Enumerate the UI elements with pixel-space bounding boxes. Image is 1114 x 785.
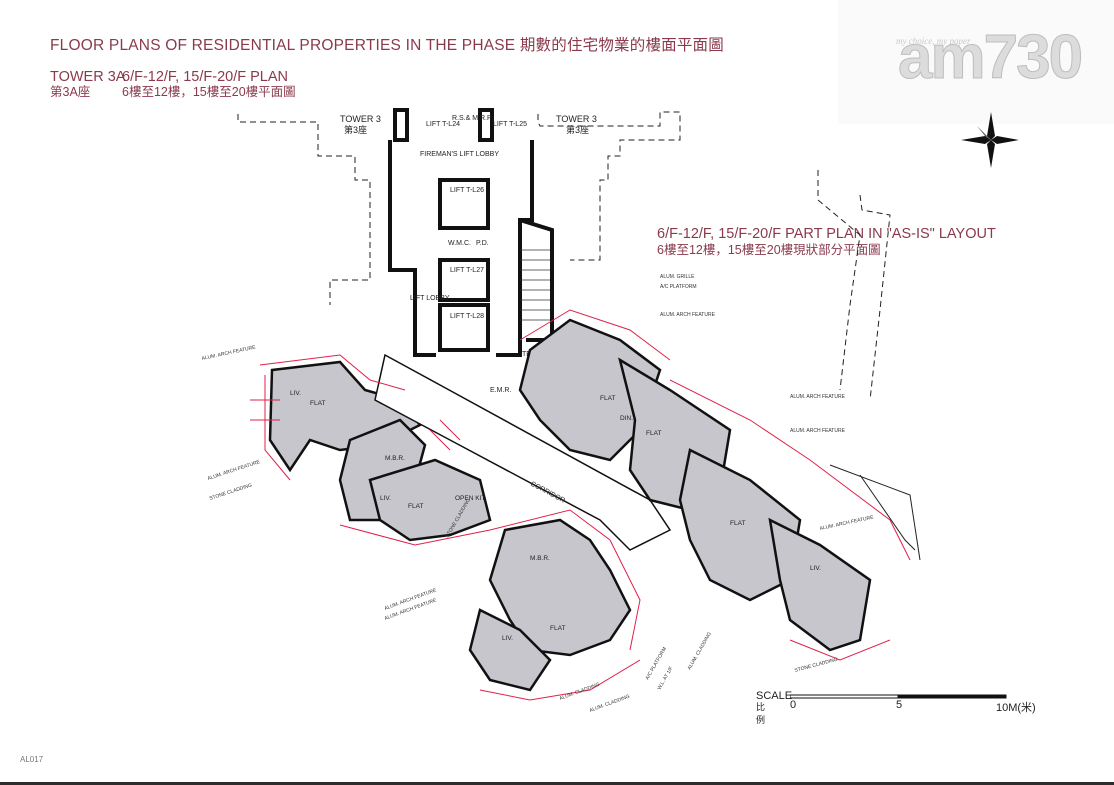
tower-heading: TOWER 3A6/F-12/F, 15/F-20/F PLAN 第3A座 6樓至…: [50, 69, 296, 100]
rsmrr-label: R.S.& M.R.R.: [452, 115, 494, 122]
flat-label-4: FLAT: [600, 395, 615, 402]
north-arrow-icon: [961, 112, 1019, 168]
firemans-lobby-label: FIREMAN'S LIFT LOBBY: [420, 151, 499, 158]
part-plan-zh: 6樓至12樓，15樓至20樓現狀部分平面圖: [657, 243, 881, 257]
part-plan-heading: 6/F-12/F, 15/F-20/F PART PLAN IN "AS-IS"…: [657, 226, 996, 258]
scale-tick-0: 0: [790, 699, 797, 711]
scale-tick-10: 10M(米): [996, 702, 1036, 714]
dimension-annotations: [250, 309, 911, 701]
bottom-rule: [0, 782, 1114, 785]
flat-label-5: FLAT: [646, 430, 661, 437]
liv-label-4: LIV.: [810, 565, 821, 572]
flat-label-3: FLAT: [550, 625, 565, 632]
pd-label: P.D.: [476, 240, 489, 247]
alum-arch-feature-label: ALUM. ARCH FEATURE: [201, 345, 257, 362]
page-title: FLOOR PLANS OF RESIDENTIAL PROPERTIES IN…: [50, 37, 724, 54]
alum-cladding-label-3: ALUM. CLADDING: [687, 631, 714, 671]
mbr-label-2: M.B.R.: [530, 555, 550, 562]
lift-t26-label: LIFT T-L26: [450, 187, 484, 194]
scale-label-zh: 比例: [756, 702, 766, 725]
logo-tagline: my choice, my paper: [896, 36, 971, 46]
alum-cladding-label-2: ALUM. CLADDING: [589, 694, 631, 714]
adjacent-tower-outline: [237, 111, 891, 401]
lower-wing-flats: [468, 518, 632, 692]
stone-cladding-label-2: STONE CLADDING: [794, 657, 839, 674]
lift-t24-label: LIFT T-L24: [426, 121, 460, 128]
tower-name-zh: 第3A座: [50, 85, 91, 99]
alum-arch-feature-label-8: ALUM. ARCH FEATURE: [819, 515, 875, 532]
tower-plan-en: 6/F-12/F, 15/F-20/F PLAN: [122, 69, 289, 85]
flat-label: FLAT: [310, 400, 325, 407]
flat-label-2: FLAT: [408, 503, 423, 510]
scale-tick-5: 5: [896, 699, 903, 711]
core-walls: [388, 108, 554, 357]
tower-plan-zh: 6樓至12樓，15樓至20樓平面圖: [122, 85, 296, 99]
ac-platform-label-2: A/C PLATFORM: [660, 284, 697, 290]
stone-cladding-label: STONE CLADDING: [209, 482, 253, 501]
liv-label-3: LIV.: [502, 635, 513, 642]
tower-name-en: TOWER 3A: [50, 69, 126, 85]
right-wing-flats: [518, 318, 872, 652]
alum-arch-feature-label-2: ALUM. ARCH FEATURE: [207, 459, 262, 482]
liv-label: LIV.: [290, 390, 301, 397]
tower3-right-en: TOWER 3: [556, 114, 597, 124]
wall-at-1f-label: W.L. AT 1/F: [657, 666, 675, 691]
am730-logo: am730 my choice, my paper: [838, 0, 1114, 124]
document-code: AL017: [20, 755, 44, 764]
lift-t25-label: LIFT T-L25: [493, 121, 527, 128]
din-label: DIN.: [620, 415, 633, 422]
alum-arch-feature-label-5: ALUM. ARCH FEATURE: [660, 312, 716, 318]
logo-brand: am730: [897, 23, 1083, 93]
part-plan-en: 6/F-12/F, 15/F-20/F PART PLAN IN "AS-IS"…: [657, 226, 996, 242]
open-kit-label: OPEN KIT.: [455, 495, 487, 502]
alum-arch-feature-label-6: ALUM. ARCH FEATURE: [790, 394, 846, 400]
flat-label-6: FLAT: [730, 520, 745, 527]
tower3-right-zh: 第3座: [566, 124, 589, 135]
lift-t28-label: LIFT T-L28: [450, 313, 484, 320]
floor-plan-drawing: TOWER 3 第3座 TOWER 3 第3座 LIFT T-L24 R.S.&…: [201, 108, 921, 714]
alum-cladding-label: ALUM. CLADDING: [559, 682, 601, 702]
tower3-left-zh: 第3座: [344, 124, 367, 135]
scale-bar-graphic: [790, 694, 1007, 699]
tower3-left-en: TOWER 3: [340, 114, 381, 124]
lift-t27-label: LIFT T-L27: [450, 267, 484, 274]
left-wing-flats: [268, 360, 492, 542]
scale-label-en: SCALE: [756, 690, 793, 702]
alum-grille-label: ALUM. GRILLE: [660, 274, 695, 280]
emr-label: E.M.R.: [490, 387, 511, 394]
lift-lobby-label: LIFT LOBBY: [410, 295, 450, 302]
staircase: [520, 249, 550, 321]
wmc-label: W.M.C.: [448, 240, 471, 247]
liv-label-2: LIV.: [380, 495, 391, 502]
alum-arch-feature-label-7: ALUM. ARCH FEATURE: [790, 428, 846, 434]
mbr-label: M.B.R.: [385, 455, 405, 462]
plan-frame: [829, 464, 921, 561]
